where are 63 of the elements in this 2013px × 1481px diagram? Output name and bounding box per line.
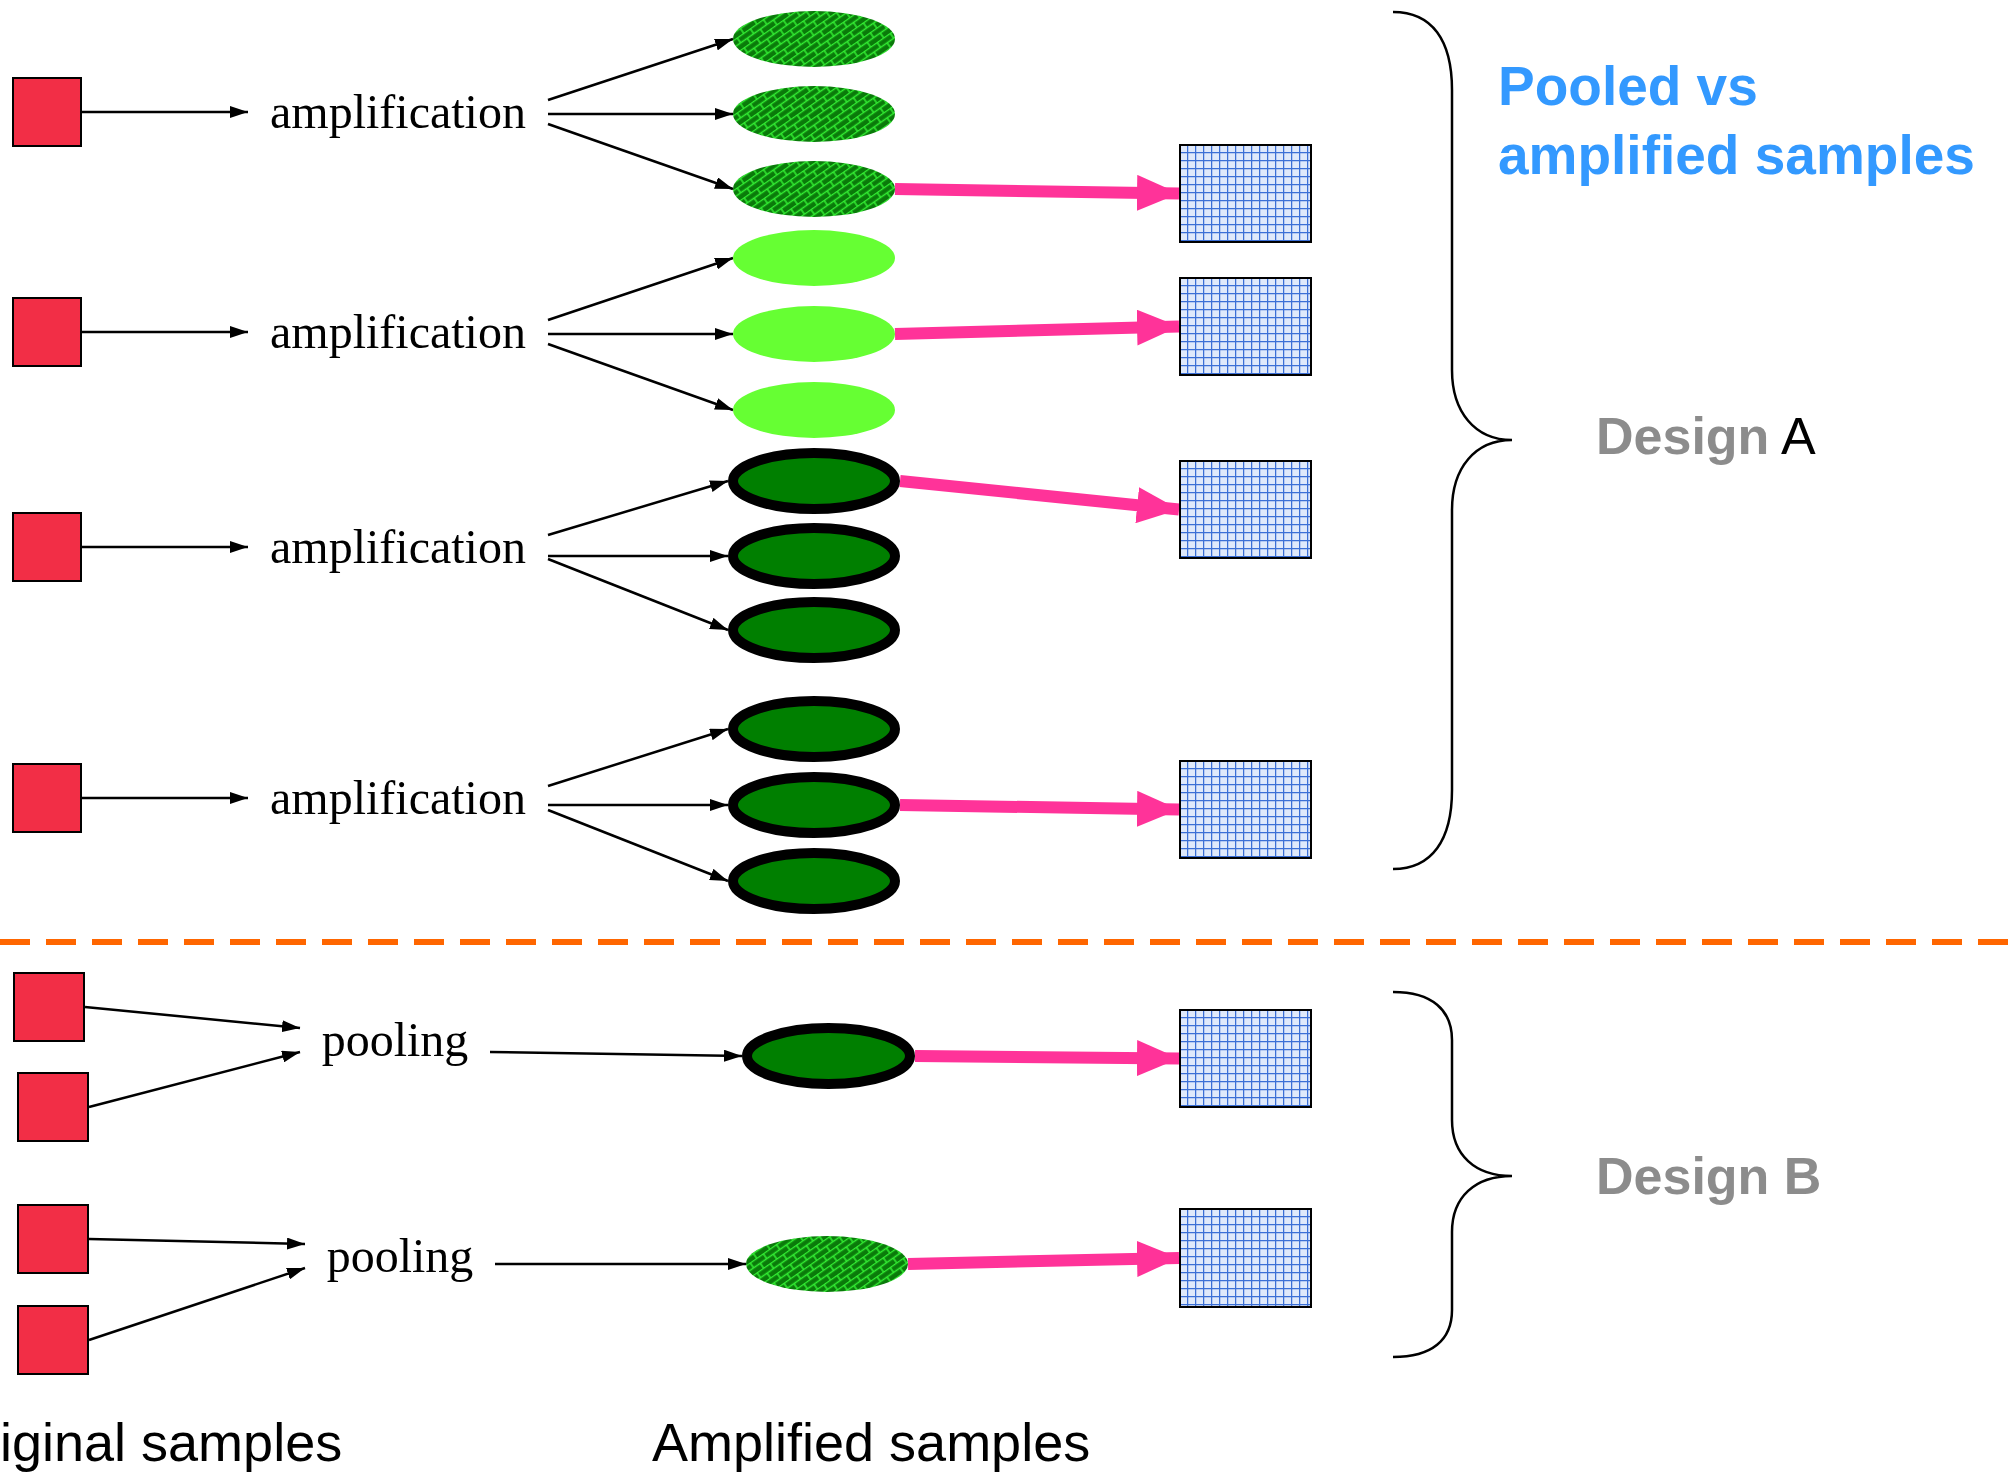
grid-array — [1179, 760, 1312, 859]
grid-array — [1179, 460, 1312, 559]
grid-array — [1179, 277, 1312, 376]
thick-arrow — [899, 475, 1180, 524]
arrow — [548, 108, 733, 120]
ellipse — [733, 11, 895, 67]
arrow — [82, 792, 248, 804]
arrow — [548, 799, 728, 811]
sample-square — [12, 512, 82, 582]
thick-arrow — [894, 174, 1180, 211]
arrow — [82, 541, 248, 553]
step-label: pooling — [300, 1010, 490, 1070]
thick-arrow — [907, 1240, 1180, 1277]
ellipse — [728, 448, 900, 514]
ellipse — [733, 306, 895, 362]
arrow — [547, 727, 729, 788]
ellipse — [733, 161, 895, 217]
ellipse — [746, 1236, 908, 1292]
ellipse — [733, 86, 895, 142]
arrow — [548, 550, 728, 562]
arrow — [548, 328, 733, 340]
ellipse — [728, 848, 900, 914]
grid-array — [1179, 1009, 1312, 1108]
arrow — [547, 808, 729, 883]
sample-square — [13, 972, 85, 1042]
step-label: amplification — [248, 302, 548, 362]
arrow — [547, 479, 729, 537]
arrow — [547, 557, 729, 632]
arrow — [84, 1005, 301, 1033]
ellipse — [733, 230, 895, 286]
arrow — [489, 1049, 743, 1062]
arrow — [495, 1258, 746, 1270]
thick-arrow — [914, 1040, 1180, 1077]
sample-square — [12, 763, 82, 833]
title: Pooled vs amplified samples — [1498, 54, 1976, 188]
sample-square — [17, 1305, 89, 1375]
sample-square — [17, 1204, 89, 1274]
sample-square — [17, 1072, 89, 1142]
step-label: amplification — [248, 517, 548, 577]
step-label: pooling — [305, 1226, 495, 1286]
ellipse — [742, 1023, 915, 1089]
arrow — [88, 1237, 306, 1250]
ellipse — [728, 772, 900, 838]
sample-square — [12, 77, 82, 147]
thick-arrow — [899, 790, 1180, 827]
arrow — [88, 1050, 301, 1109]
step-label: amplification — [248, 82, 548, 142]
sample-square — [12, 297, 82, 367]
ellipse — [728, 523, 900, 589]
arrow — [547, 342, 734, 412]
step-label: amplification — [248, 768, 548, 828]
grid-array — [1179, 144, 1312, 243]
thick-arrow — [894, 309, 1180, 346]
arrow — [547, 122, 734, 191]
arrow — [88, 1266, 306, 1342]
ellipse — [733, 382, 895, 438]
grid-array — [1179, 1208, 1312, 1308]
arrow — [82, 106, 248, 118]
arrow — [82, 326, 248, 338]
ellipse — [728, 597, 900, 663]
ellipse — [728, 696, 900, 762]
arrow — [547, 256, 734, 322]
arrow — [547, 37, 734, 102]
